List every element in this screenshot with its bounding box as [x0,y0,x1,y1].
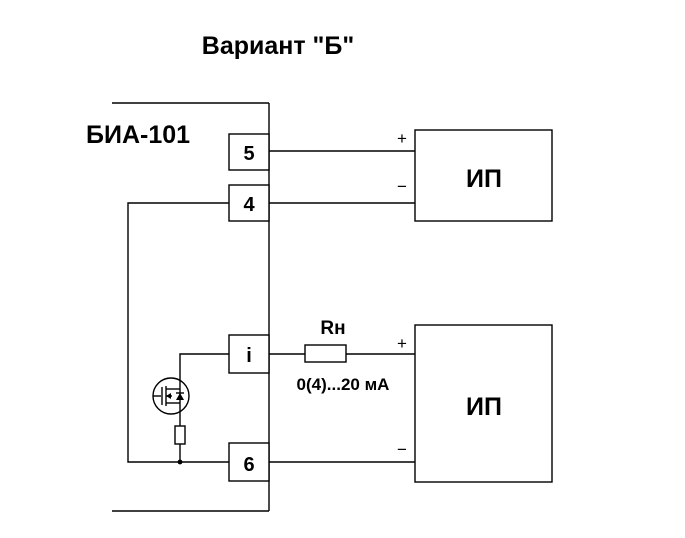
internal-wire-4-loop [127,202,229,463]
ps1-plus-sign: + [397,129,407,148]
current-range-label: 0(4)...20 мА [297,375,390,394]
power-supply-2-label: ИП [466,393,502,421]
power-supply-2: ИП [414,324,553,483]
terminal-6-label: 6 [243,454,254,476]
terminal-5: 5 [228,133,270,171]
ps2-minus-sign: − [397,440,407,459]
device-label: БИА-101 [86,121,190,149]
mosfet-icon [152,377,190,415]
terminal-5-label: 5 [243,143,254,165]
terminal-i-label: i [246,345,252,367]
terminal-6: 6 [228,442,270,482]
power-supply-1-label: ИП [466,165,502,193]
internal-resistor [174,425,186,445]
terminal-4: 4 [228,184,270,222]
junction-dot [177,459,183,465]
resistor-label: Rн [320,318,345,339]
terminal-4-label: 4 [243,194,255,216]
ps1-minus-sign: − [397,177,407,196]
load-resistor [304,344,347,363]
power-supply-1: ИП [414,129,553,222]
diagram-title: Вариант "Б" [202,32,354,60]
internal-wire-i-to-transistor [179,353,229,379]
ps2-plus-sign: + [397,334,407,353]
terminal-i: i [228,334,270,374]
